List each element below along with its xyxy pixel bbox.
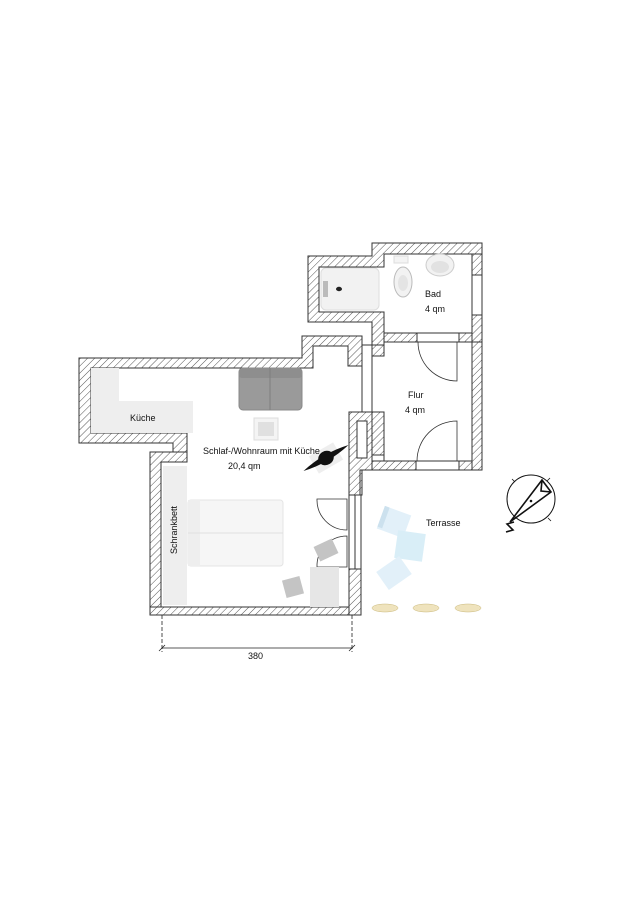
door-flur-entry: [416, 420, 458, 462]
terrace-chair-bottom: [376, 555, 412, 591]
compass-north-arrow-icon: [505, 474, 556, 533]
wall-wohnraum-right-lower: [348, 568, 362, 616]
wall-wohnraum-bottom: [149, 606, 362, 616]
plants: [371, 603, 482, 613]
coffee-table: [253, 417, 279, 441]
plant-3: [454, 603, 482, 613]
plant-2: [412, 603, 440, 613]
schrankbett: [163, 466, 187, 605]
terrace-table: [394, 530, 426, 562]
drain-icon: [336, 286, 342, 292]
toilet: [393, 255, 413, 298]
faucet-icon: [323, 281, 328, 297]
room-area-bad: 4 qm: [425, 304, 446, 314]
sink: [425, 253, 455, 277]
windows: [348, 274, 483, 570]
wall-bad-right-lower: [471, 314, 483, 343]
plant-1: [371, 603, 399, 613]
door-frame-flur-bottom: [415, 460, 460, 471]
window-bad-right: [471, 274, 483, 316]
chair: [313, 538, 339, 562]
wall-bad-flur-sep-left: [383, 332, 418, 343]
wall-flur-bottom-left: [371, 460, 417, 471]
wall-bad-right: [471, 253, 483, 276]
door-terrace-upper: [316, 498, 348, 531]
door-frame-bad-flur: [416, 332, 460, 343]
dimension-line: [158, 615, 356, 652]
bed: [187, 499, 284, 567]
bathtub: [320, 267, 380, 311]
door-bad-flur: [417, 341, 458, 382]
dimension-label-width: 380: [248, 651, 264, 661]
stool: [281, 575, 305, 599]
ceiling-fan-icon: [303, 442, 349, 474]
sofa: [238, 367, 303, 411]
side-cabinet: [310, 567, 339, 607]
kitchen-counter: [91, 368, 193, 433]
furniture-label-schrankbett: Schrankbett: [169, 505, 179, 555]
room-label-bad: Bad: [425, 289, 442, 299]
pillar-niche: [356, 420, 368, 459]
room-area-wohnraum: 20,4 qm: [228, 461, 261, 471]
room-label-wohnraum: Schlaf-/Wohnraum mit Küche: [203, 446, 320, 456]
area-label-terrasse: Terrasse: [426, 518, 461, 528]
room-label-flur: Flur: [408, 390, 424, 400]
terrace-furniture: [376, 505, 426, 591]
room-label-kueche: Küche: [130, 413, 156, 423]
room-area-flur: 4 qm: [405, 405, 426, 415]
wall-flur-right: [471, 341, 483, 471]
